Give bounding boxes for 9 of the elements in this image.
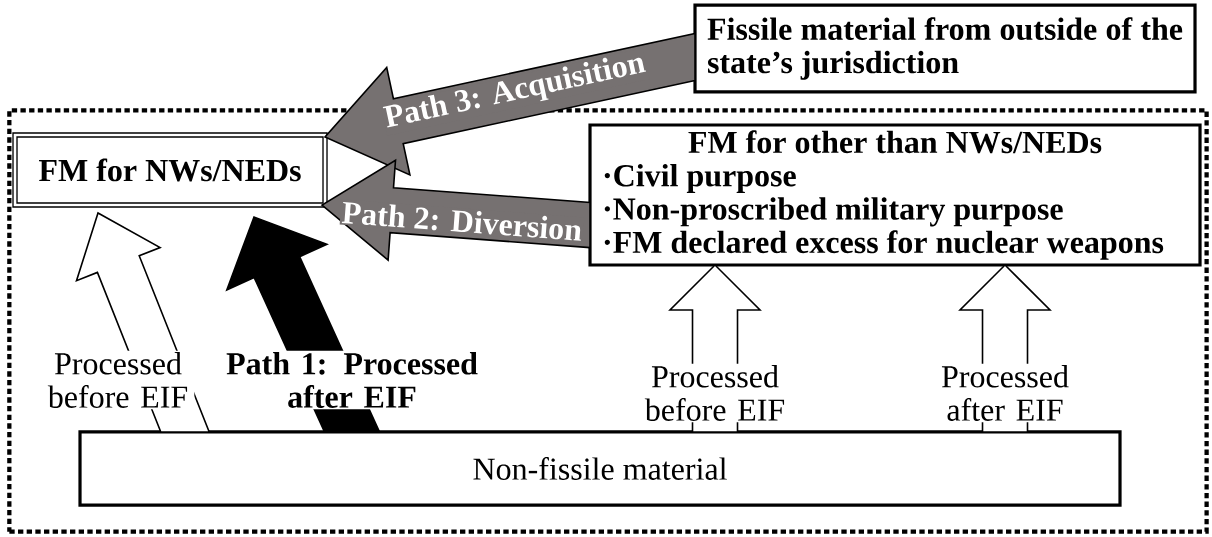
edge-label: Path 1: Processed after EIF	[215, 350, 489, 410]
edge-label: Processed before EIF	[41, 350, 195, 410]
material-box: FM for other than NWs/NEDs ·Civil purpose ·Non-proscribed military purpose ·FM declared excess for nuclear weapons	[588, 123, 1202, 267]
edge-label: Processed after EIF	[928, 363, 1082, 423]
material-box: Non-fissile material	[78, 430, 1122, 507]
edge-label: Processed before EIF	[638, 363, 792, 423]
target-box: FM for NWs/NEDs	[12, 132, 328, 208]
edge-label: Path 2: Diversion	[339, 199, 585, 243]
source-box: Fissile material from outside of the state’s jurisdiction	[693, 3, 1197, 94]
